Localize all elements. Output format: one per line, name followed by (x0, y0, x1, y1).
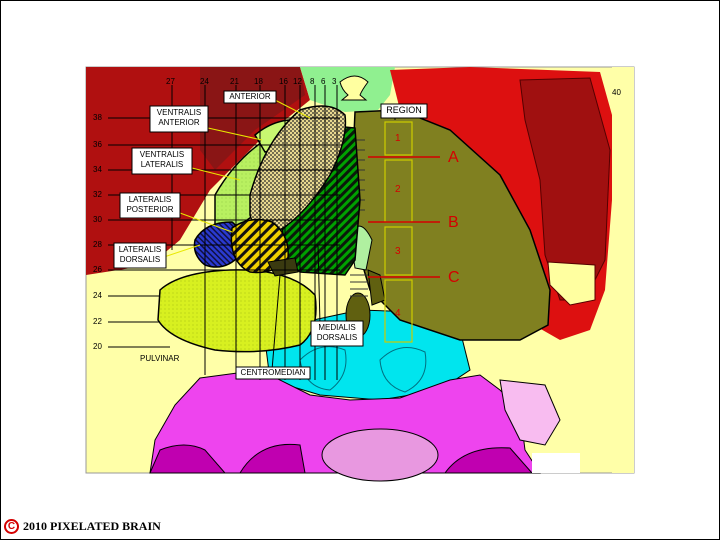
right-scale-tick: 40 (612, 88, 621, 97)
label-ventralis-anterior-line2: ANTERIOR (158, 118, 200, 127)
top-ventricle-shape (339, 75, 369, 101)
cyan-contour-2 (379, 347, 427, 393)
top-scale-tick: 18 (254, 77, 263, 86)
copyright-icon: C (4, 519, 19, 534)
copyright-notice: C 2010 PIXELATED BRAIN (4, 519, 161, 534)
top-scale-tick: 12 (293, 77, 302, 86)
label-lateralis-dorsalis-line2: DORSALIS (119, 255, 161, 264)
right-edge-strip (612, 67, 634, 473)
section-letter-c: C (448, 269, 460, 286)
label-ventralis-anterior: VENTRALIS ANTERIOR (150, 108, 208, 128)
label-leader-lines (163, 99, 311, 258)
pink-region (499, 379, 561, 446)
region-number: 2 (395, 184, 401, 195)
magenta-dark-center-left (239, 443, 306, 474)
pink-ellipse (321, 428, 439, 482)
left-scale-tick: 32 (93, 190, 102, 199)
magenta-region (149, 369, 541, 474)
label-boxes (113, 90, 428, 380)
label-anterior: ANTERIOR (229, 92, 271, 101)
left-scale-tick: 24 (93, 291, 102, 300)
region-number: 1 (395, 133, 401, 144)
label-ventralis-lateralis: VENTRALIS LATERALIS (132, 150, 192, 170)
left-scale-tick: 30 (93, 215, 102, 224)
left-scale-tick: 26 (93, 265, 102, 274)
label-region: REGION (386, 105, 422, 115)
left-scale-tick: 28 (93, 240, 102, 249)
label-centromedian: CENTROMEDIAN (240, 368, 306, 377)
label-medialis-dorsalis-line1: MEDIALIS (318, 323, 356, 332)
left-scale-tick: 36 (93, 140, 102, 149)
region-number: 4 (395, 308, 401, 319)
section-lines (368, 156, 440, 278)
top-scale-tick: 21 (230, 77, 239, 86)
label-lateralis-dorsalis-line1: LATERALIS (118, 245, 162, 254)
label-lateralis-posterior: LATERALIS POSTERIOR (120, 195, 180, 215)
section-letter-a: A (448, 149, 459, 166)
top-scale-tick: 6 (321, 77, 326, 86)
centromedian-nucleus (267, 257, 299, 277)
top-scale-tick: 24 (200, 77, 209, 86)
top-scale-tick: 8 (310, 77, 315, 86)
label-pulvinar: PULVINAR (140, 354, 180, 363)
cyan-contour-1 (299, 346, 347, 391)
label-medialis-dorsalis: MEDIALIS DORSALIS (311, 323, 363, 343)
left-scale-tick: 22 (93, 317, 102, 326)
left-scale-tick: 38 (93, 113, 102, 122)
top-scale-tick: 3 (332, 77, 337, 86)
section-letter-b: B (448, 214, 459, 231)
label-ventralis-anterior-line1: VENTRALIS (156, 108, 202, 117)
label-ventralis-lateralis-line2: LATERALIS (140, 160, 184, 169)
label-lateralis-dorsalis: LATERALIS DORSALIS (114, 245, 166, 265)
right-yellow-pocket (547, 261, 596, 306)
label-medialis-dorsalis-line2: DORSALIS (316, 333, 358, 342)
label-lateralis-posterior-line1: LATERALIS (128, 195, 172, 204)
label-ventralis-lateralis-line1: VENTRALIS (139, 150, 185, 159)
copyright-text: 2010 PIXELATED BRAIN (23, 519, 161, 533)
midline-ticks-lower (350, 274, 368, 297)
label-lateralis-posterior-line2: POSTERIOR (126, 205, 174, 214)
top-scale-tick: 27 (166, 77, 175, 86)
top-scale-tick: 16 (279, 77, 288, 86)
magenta-dark-right (444, 447, 534, 474)
left-scale-tick: 20 (93, 342, 102, 351)
left-scale-tick: 34 (93, 165, 102, 174)
white-patch (532, 453, 580, 473)
region-number: 3 (395, 246, 401, 257)
magenta-dark-left (149, 444, 227, 474)
